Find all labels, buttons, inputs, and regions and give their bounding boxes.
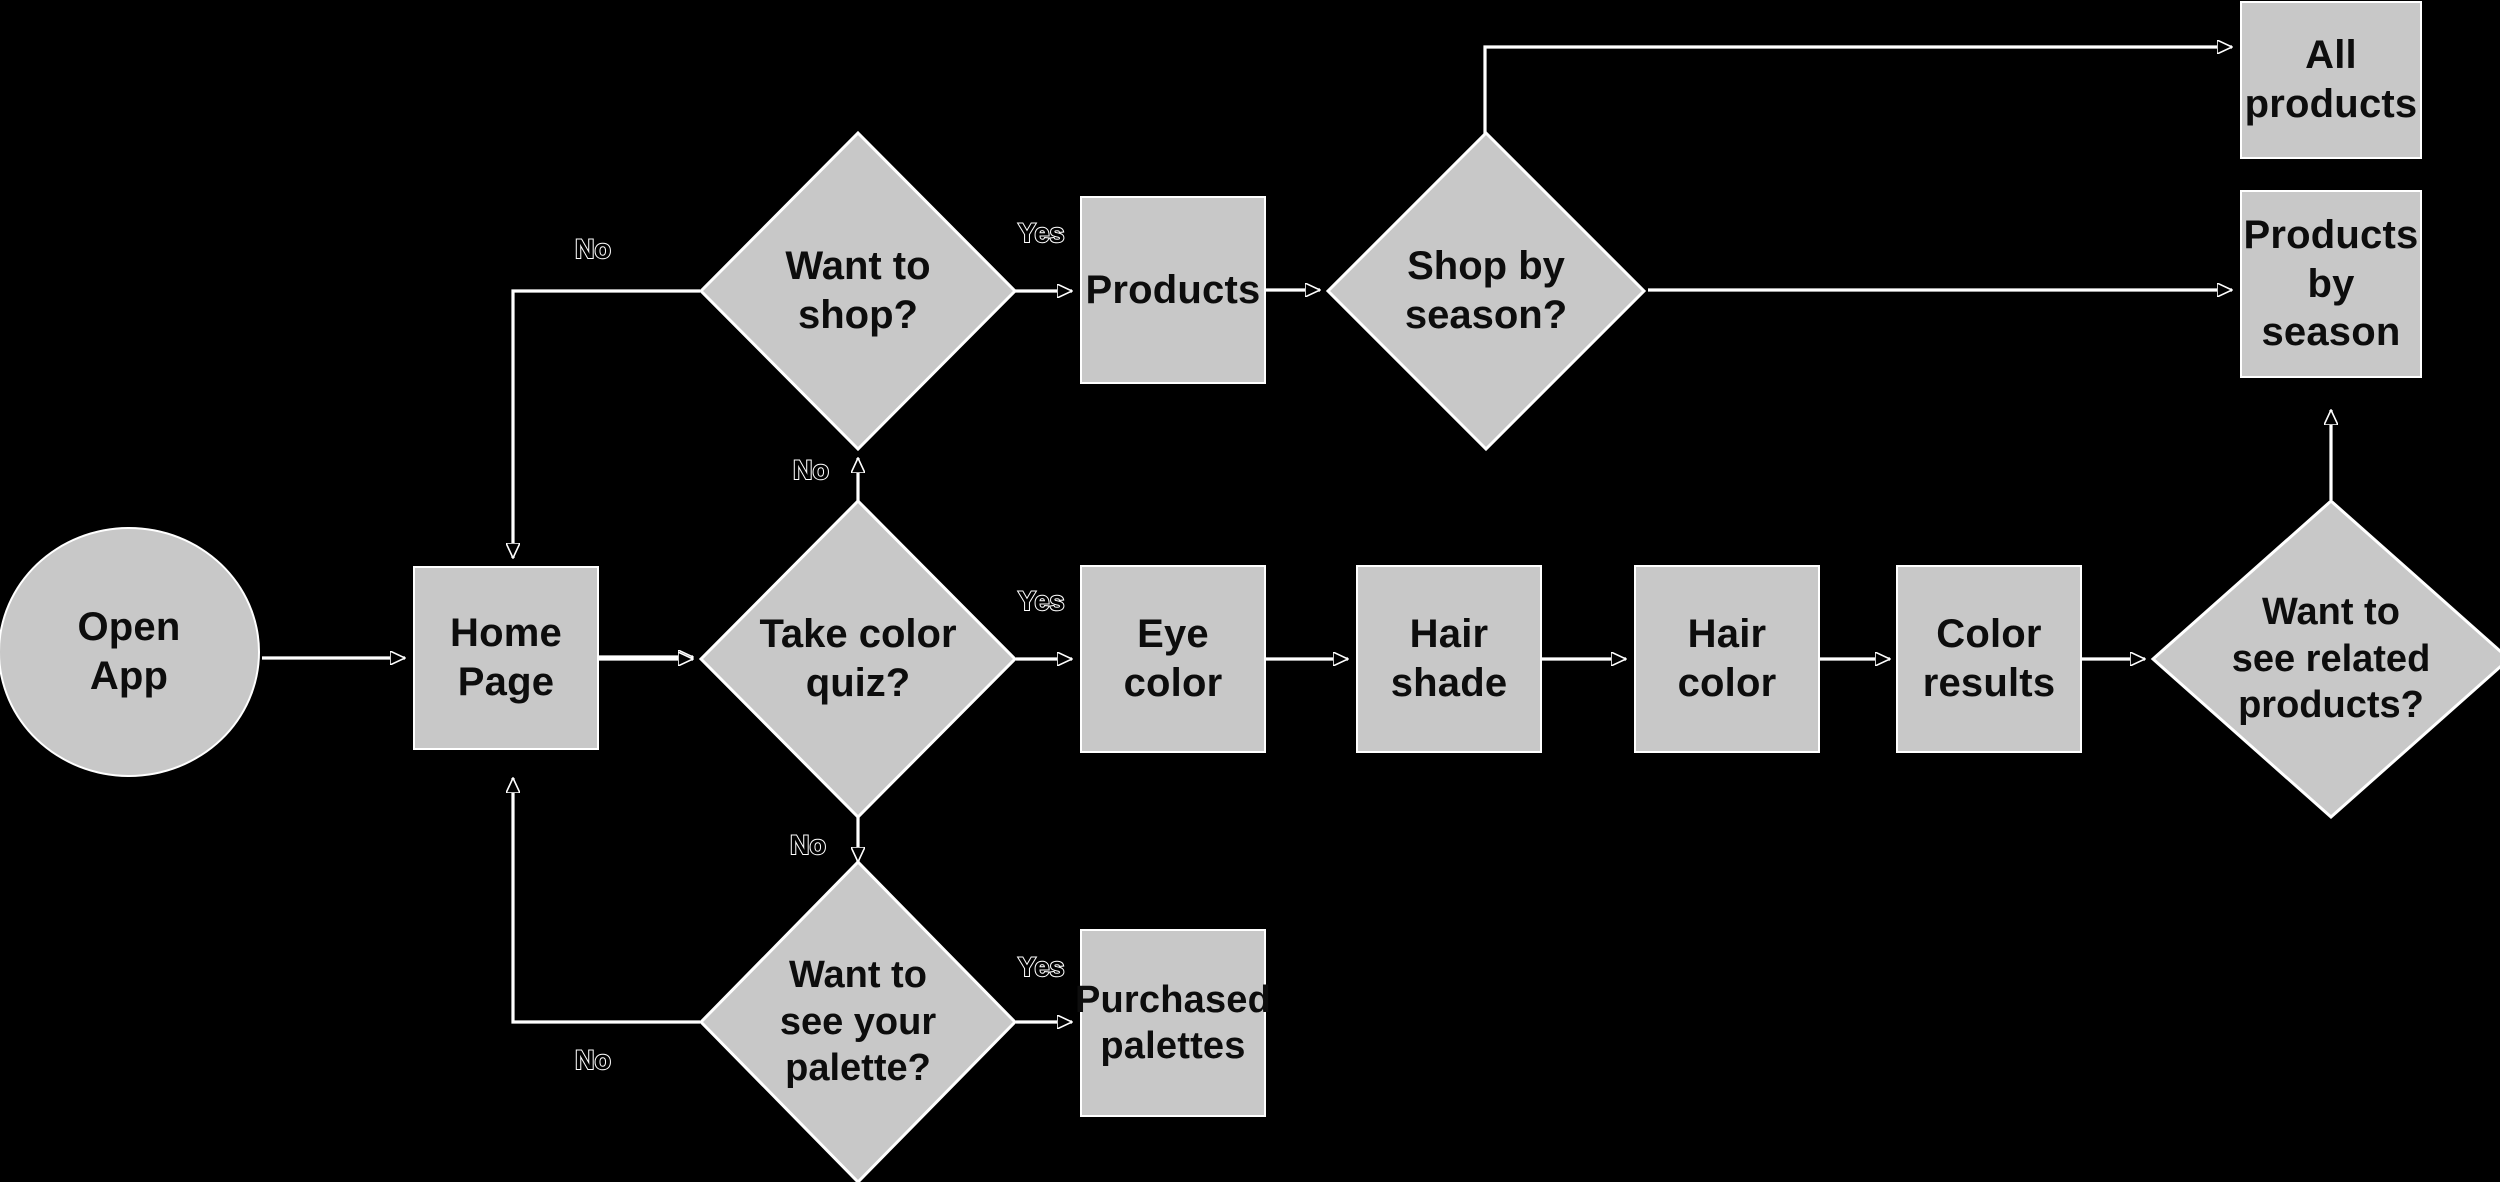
node-products-by-season-label: Products by season: [2243, 212, 2419, 355]
node-want-related-products-label: Want to see related products?: [2231, 591, 2431, 727]
edge-label-quiz-no-up: No: [792, 454, 830, 486]
node-want-to-shop[interactable]: Want to shop?: [698, 130, 1018, 452]
diamond-shape: [698, 498, 1018, 820]
node-want-see-palette[interactable]: Want to see your palette?: [698, 860, 1018, 1182]
node-eye-color[interactable]: Eye color: [1080, 565, 1266, 753]
node-purchased-palettes-label: Purchased palettes: [1074, 978, 1272, 1067]
node-home-page-label: Home Page: [450, 611, 562, 704]
diamond-shape: [698, 130, 1018, 452]
diamond-shape: [1325, 130, 1647, 452]
edge-label-palette-yes: Yes: [1017, 951, 1066, 983]
node-eye-color-label: Eye color: [1123, 612, 1223, 705]
node-products-label: Products: [1085, 267, 1261, 312]
node-home-page[interactable]: Home Page: [413, 566, 599, 750]
node-want-related-products[interactable]: Want to see related products?: [2150, 498, 2500, 820]
node-open-app-label: Open App: [77, 605, 181, 698]
node-color-results[interactable]: Color results: [1896, 565, 2082, 753]
node-color-results-label: Color results: [1922, 612, 2056, 705]
node-purchased-palettes[interactable]: Purchased palettes: [1075, 929, 1271, 1117]
node-all-products[interactable]: All products: [2240, 1, 2422, 159]
node-hair-shade-label: Hair shade: [1390, 612, 1508, 705]
edge-label-shop-no: No: [574, 233, 612, 265]
node-want-see-palette-label: Want to see your palette?: [779, 954, 937, 1090]
node-open-app[interactable]: Open App: [0, 527, 260, 777]
diamond-shape: [2150, 498, 2500, 820]
node-take-color-quiz-label: Take color quiz?: [759, 612, 957, 705]
node-hair-shade[interactable]: Hair shade: [1356, 565, 1542, 753]
node-hair-color-label: Hair color: [1677, 612, 1777, 705]
node-take-color-quiz[interactable]: Take color quiz?: [698, 498, 1018, 820]
node-products-by-season[interactable]: Products by season: [2240, 190, 2422, 378]
edge-label-quiz-yes: Yes: [1017, 585, 1066, 617]
edge-label-quiz-no-down: No: [789, 829, 827, 861]
node-products[interactable]: Products: [1080, 196, 1266, 384]
node-hair-color[interactable]: Hair color: [1634, 565, 1820, 753]
edge-label-shop-yes: Yes: [1017, 217, 1066, 249]
node-shop-by-season[interactable]: Shop by season?: [1325, 130, 1647, 452]
node-all-products-label: All products: [2244, 33, 2418, 126]
node-want-to-shop-label: Want to shop?: [785, 244, 931, 337]
diamond-shape: [698, 860, 1018, 1182]
node-shop-by-season-label: Shop by season?: [1404, 244, 1568, 337]
edge-label-palette-no: No: [574, 1044, 612, 1076]
